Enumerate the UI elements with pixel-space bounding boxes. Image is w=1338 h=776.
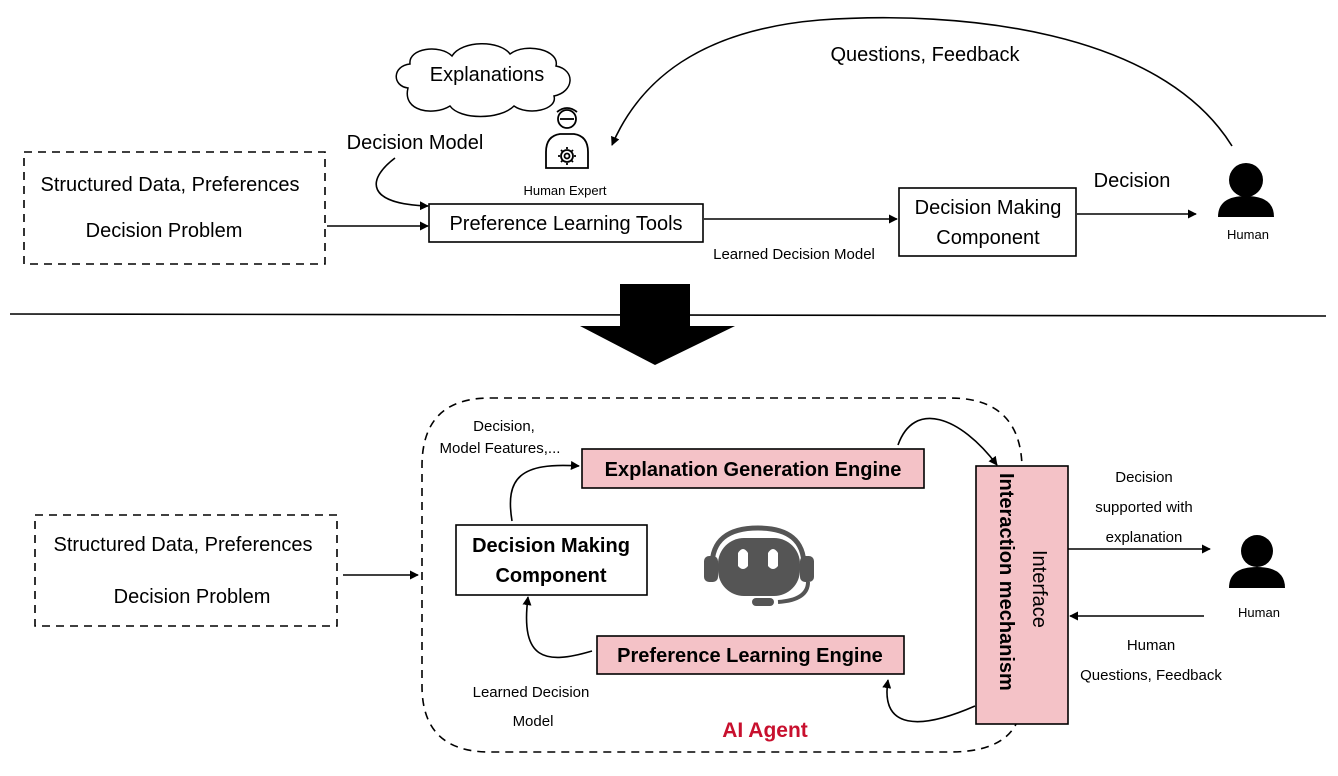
decision-to-explanation-arrow: [509, 460, 580, 522]
top-decision-component-box: Decision Making Component: [898, 187, 1077, 257]
learned-decision-line1: Learned Decision: [473, 684, 590, 701]
top-input-line2: Decision Problem: [86, 220, 243, 242]
feedback-label: Questions, Feedback: [831, 44, 1021, 66]
explanation-engine-label: Explanation Generation Engine: [605, 459, 902, 481]
decision-features-line2: Model Features,...: [440, 440, 561, 457]
preference-engine-box: Preference Learning Engine: [596, 635, 905, 675]
interface-label: Interface: [1028, 550, 1050, 628]
human-expert-label: Human Expert: [523, 183, 606, 198]
explanation-engine-box: Explanation Generation Engine: [581, 448, 925, 489]
feedback-arrow: [611, 16, 1233, 147]
preference-to-decision-arrow: [522, 596, 593, 659]
decision-model-arrow: [375, 157, 429, 211]
decision-label: Decision: [1094, 170, 1171, 192]
decision-features-line1: Decision,: [473, 418, 535, 435]
bottom-input-box: Structured Data, Preferences Decision Pr…: [34, 514, 338, 627]
top-human-icon: [1218, 163, 1274, 217]
ai-agent-label: AI Agent: [722, 719, 808, 742]
explanations-label: Explanations: [430, 64, 545, 86]
bottom-human-label: Human: [1238, 605, 1280, 620]
top-input-line1: Structured Data, Preferences: [40, 174, 299, 196]
decision-supported-line3: explanation: [1106, 529, 1183, 546]
human-feedback-line1: Human: [1127, 637, 1175, 654]
learned-decision-line2: Model: [513, 713, 554, 730]
learned-model-label: Learned Decision Model: [713, 246, 875, 263]
interaction-mechanism-label: Interaction mechanism: [995, 473, 1017, 691]
top-dm-line2: Component: [936, 227, 1040, 249]
decision-supported-line2: supported with: [1095, 499, 1193, 516]
bottom-human-icon: [1229, 535, 1285, 588]
preference-learning-tools-box: Preference Learning Tools: [428, 203, 704, 243]
preference-engine-label: Preference Learning Engine: [617, 645, 883, 667]
explanation-to-interaction-arrow: [897, 417, 998, 466]
top-input-box: Structured Data, Preferences Decision Pr…: [23, 151, 326, 265]
human-feedback-line2: Questions, Feedback: [1080, 667, 1222, 684]
decision-model-label: Decision Model: [347, 132, 484, 154]
robot-headset-icon: [704, 525, 814, 606]
top-human-label: Human: [1227, 227, 1269, 242]
bottom-input-line1: Structured Data, Preferences: [53, 534, 312, 556]
decision-supported-line1: Decision: [1115, 469, 1173, 486]
down-arrow-icon: [580, 284, 735, 365]
bottom-dm-line2: Component: [495, 565, 606, 587]
bottom-input-line2: Decision Problem: [114, 586, 271, 608]
bottom-dm-line1: Decision Making: [472, 535, 630, 557]
explanations-cloud: Explanations: [395, 43, 571, 118]
bottom-decision-component-box: Decision Making Component: [455, 524, 648, 596]
interaction-mechanism-box: Interaction mechanism Interface: [975, 465, 1069, 725]
top-dm-line1: Decision Making: [915, 197, 1062, 219]
ai-agent-boundary: [421, 397, 1023, 753]
interaction-to-preference-arrow: [882, 679, 976, 723]
human-expert-icon: [545, 107, 589, 169]
preference-tools-label: Preference Learning Tools: [449, 213, 682, 235]
